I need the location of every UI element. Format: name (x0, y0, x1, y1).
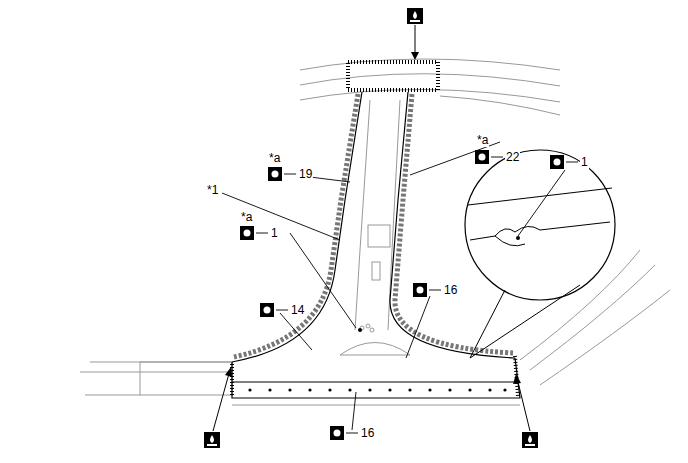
note-mark: *a (268, 151, 281, 165)
callout-number: 1 (580, 155, 589, 169)
note-mark: *a (240, 210, 253, 224)
callout-number: 14 (290, 303, 305, 317)
note-mark: *1 (206, 183, 219, 197)
note-mark: *a (476, 133, 489, 147)
callout-number: 19 (298, 167, 313, 181)
callout-number: 1 (270, 226, 279, 240)
callout-number: 16 (443, 283, 458, 297)
callout-number: 22 (505, 150, 520, 164)
callout-number: 16 (360, 426, 375, 440)
